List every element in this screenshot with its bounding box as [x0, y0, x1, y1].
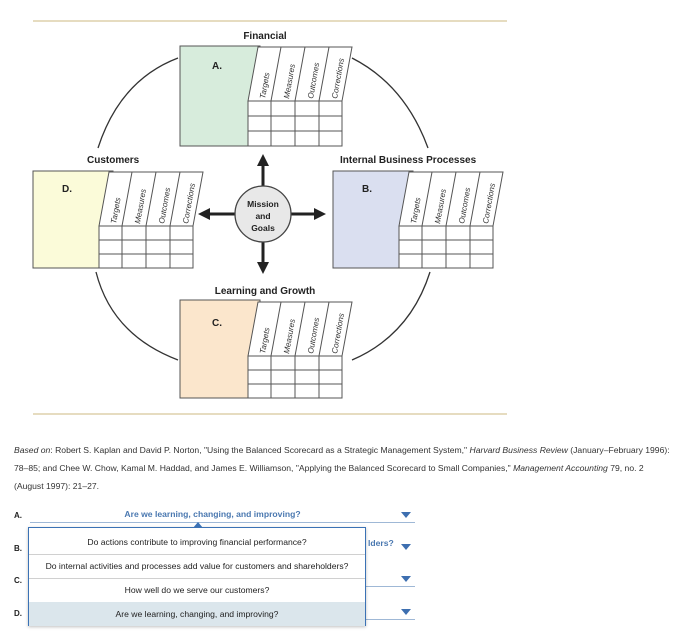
- menu-pointer: [193, 522, 203, 528]
- learning-scorecard: Learning and Growth C. Targets Measures …: [179, 286, 353, 399]
- dropdown-option[interactable]: Do internal activities and processes add…: [29, 554, 365, 579]
- answer-label-a: A.: [14, 511, 22, 520]
- source-label: Based on: [14, 445, 51, 455]
- financial-title: Financial: [243, 31, 287, 42]
- answer-select-a[interactable]: Are we learning, changing, and improving…: [30, 508, 415, 523]
- source-text-1: : Robert S. Kaplan and David P. Norton, …: [50, 445, 470, 455]
- mission-circle: [234, 185, 292, 243]
- customers-letter: D.: [62, 184, 72, 195]
- answer-label-b: B.: [14, 544, 22, 553]
- arc-top-right: [351, 57, 429, 149]
- learning-letter: C.: [212, 318, 222, 329]
- internal-letter: B.: [362, 184, 372, 195]
- internal-scorecard: Internal Business Processes B. Targets M…: [332, 155, 504, 269]
- arc-bottom-right: [351, 271, 431, 361]
- answer-label-d: D.: [14, 609, 22, 618]
- financial-letter: A.: [212, 61, 222, 72]
- dropdown-menu[interactable]: Do actions contribute to improving finan…: [28, 522, 366, 626]
- mission-line3: Goals: [251, 223, 275, 233]
- arc-top-left: [97, 57, 179, 149]
- balanced-scorecard-diagram: Financial A. Targets Measures Outcomes C…: [32, 20, 507, 415]
- dropdown-option[interactable]: How well do we serve our customers?: [29, 578, 365, 603]
- source-journal-1: Harvard Business Review: [469, 445, 568, 455]
- answer-label-c: C.: [14, 576, 22, 585]
- customers-scorecard: Customers D. Targets Measures Outcomes C…: [32, 155, 204, 269]
- customers-title: Customers: [87, 155, 140, 166]
- source-citation: Based on: Robert S. Kaplan and David P. …: [14, 441, 674, 495]
- source-text-2: (January–February 1996): 78–85; and Chee…: [14, 445, 670, 473]
- chevron-down-icon[interactable]: [401, 609, 411, 615]
- chevron-down-icon[interactable]: [401, 544, 411, 550]
- source-text-3: 79, no. 2 (August 1997): 21–27.: [14, 463, 644, 491]
- learning-title: Learning and Growth: [215, 286, 316, 297]
- dropdown-option-selected[interactable]: Are we learning, changing, and improving…: [29, 602, 365, 626]
- internal-title: Internal Business Processes: [340, 155, 477, 166]
- dropdown-option[interactable]: Do actions contribute to improving finan…: [29, 530, 365, 555]
- arc-bottom-left: [95, 271, 179, 361]
- answer-select-b-value[interactable]: lders?: [368, 538, 394, 548]
- source-journal-2: Management Accounting: [513, 463, 608, 473]
- mission-line1: Mission: [247, 199, 279, 209]
- chevron-down-icon[interactable]: [401, 576, 411, 582]
- chevron-down-icon[interactable]: [401, 512, 411, 518]
- mission-line2: and: [255, 211, 270, 221]
- financial-scorecard: Financial A. Targets Measures Outcomes C…: [179, 31, 353, 147]
- answer-select-a-value: Are we learning, changing, and improving…: [124, 509, 301, 519]
- financial-box: [179, 45, 261, 147]
